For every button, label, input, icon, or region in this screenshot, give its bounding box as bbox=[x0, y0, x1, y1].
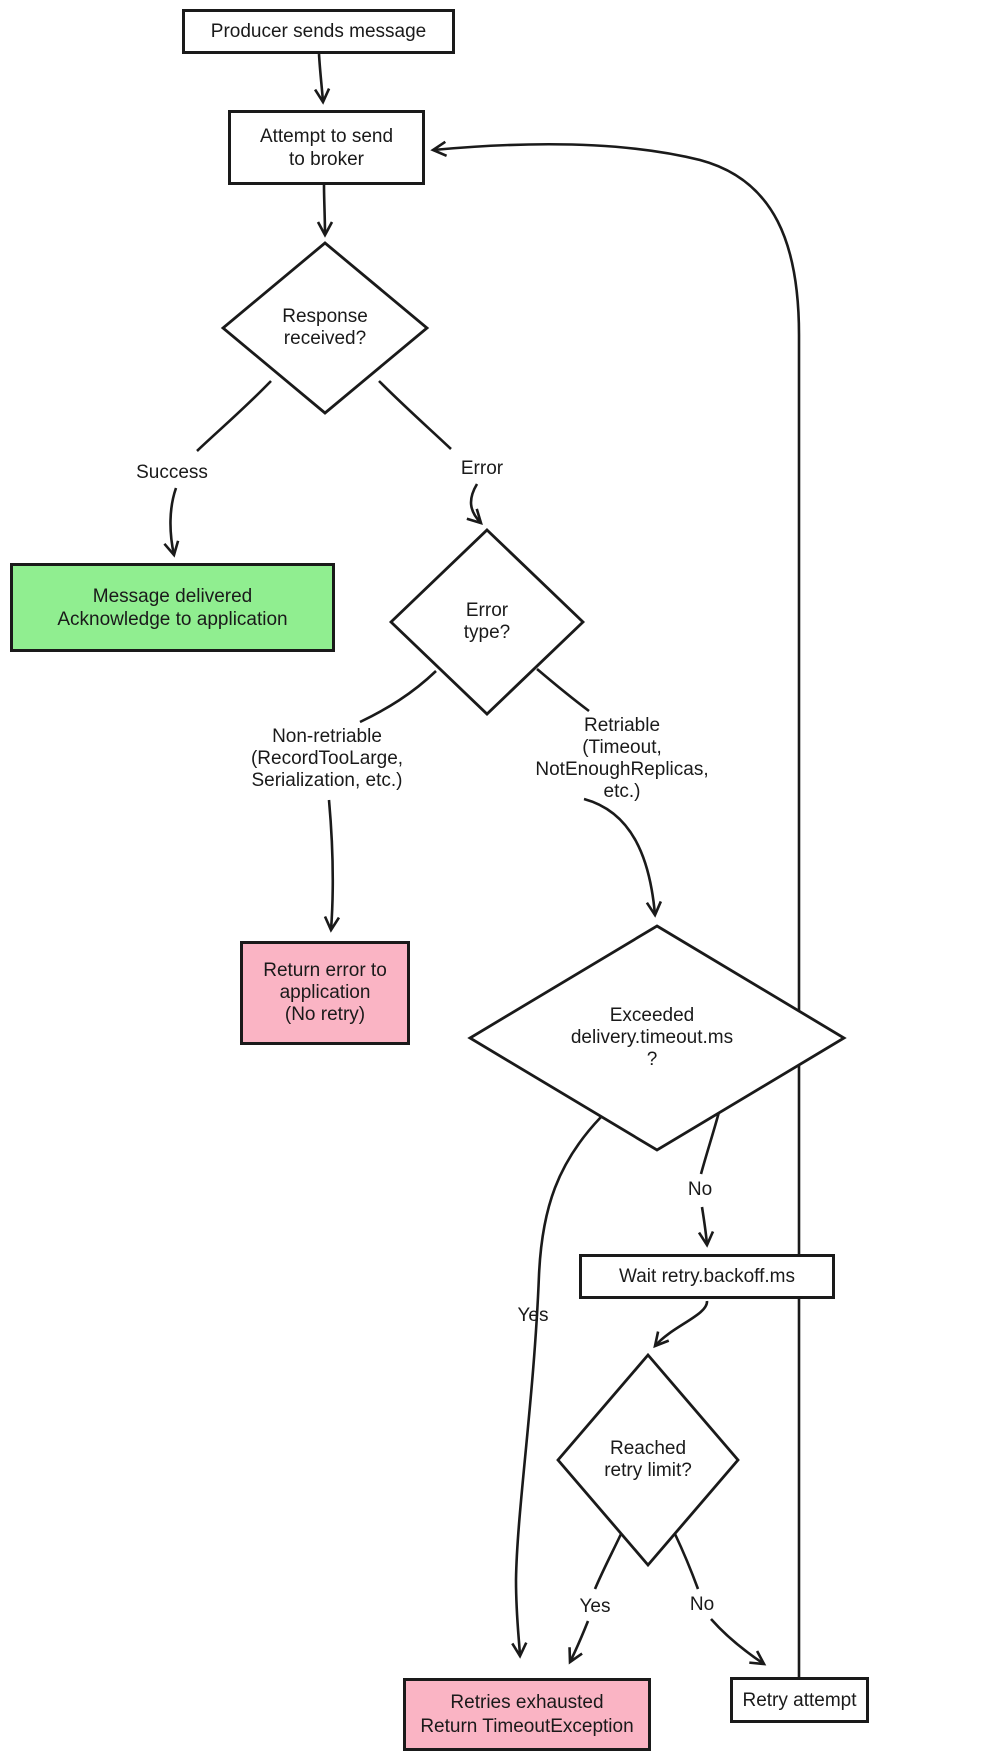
decision-error-type bbox=[388, 528, 586, 716]
node-return-error-to-application: Return error to application (No retry) bbox=[240, 941, 410, 1045]
decision-text-reached-retry-limit: Reached retry limit? bbox=[604, 1438, 692, 1482]
decision-shapes bbox=[220, 241, 847, 1568]
edge-label-limit-no: No bbox=[689, 1594, 715, 1615]
edge-errortype-to-nonretriable-label bbox=[359, 670, 437, 724]
node-line: application bbox=[279, 982, 371, 1003]
decision-response-received bbox=[220, 241, 430, 415]
edge-label-success: Success bbox=[136, 462, 208, 483]
node-line: Message delivered bbox=[92, 585, 253, 607]
label-line: (Timeout, bbox=[582, 737, 662, 758]
edge-errortype-to-retriable-label bbox=[536, 668, 590, 713]
edge-label-error: Error bbox=[460, 458, 504, 479]
node-line: Return TimeoutException bbox=[420, 1715, 634, 1737]
node-attempt-to-send-to-broker: Attempt to send to broker bbox=[228, 110, 425, 185]
node-line: Retry attempt bbox=[742, 1689, 857, 1711]
node-line: Reached bbox=[609, 1438, 687, 1459]
edge-error-to-errortype bbox=[466, 483, 483, 525]
node-line: Retries exhausted bbox=[450, 1691, 604, 1713]
decision-text-response-received: Response received? bbox=[282, 306, 368, 350]
edge-label-non-retriable: Non-retriable (RecordTooLarge, Serializa… bbox=[251, 726, 403, 792]
node-line: delivery.timeout.ms bbox=[570, 1027, 734, 1048]
node-line: Acknowledge to application bbox=[57, 608, 288, 630]
edge-no-to-wait bbox=[697, 1206, 715, 1248]
node-line: Return error to bbox=[263, 960, 387, 981]
node-line: to broker bbox=[289, 148, 364, 170]
node-line: Error bbox=[465, 600, 509, 621]
decision-text-exceeded-delivery-timeout: Exceeded delivery.timeout.ms ? bbox=[571, 1005, 733, 1071]
edge-yes-to-exhausted bbox=[568, 1620, 590, 1665]
node-line: Attempt to send bbox=[259, 125, 394, 147]
decision-reached-retry-limit bbox=[556, 1352, 740, 1568]
edge-label-timeout-yes: Yes bbox=[517, 1305, 549, 1326]
node-message-delivered: Message delivered Acknowledge to applica… bbox=[10, 563, 335, 652]
label-line: Retriable bbox=[583, 715, 661, 736]
node-line: (No retry) bbox=[284, 1004, 366, 1025]
node-line: Producer sends message bbox=[210, 21, 427, 42]
node-producer-sends-message: Producer sends message bbox=[182, 9, 455, 54]
edge-exceeded-to-no-label bbox=[699, 1111, 721, 1175]
label-line: Non-retriable bbox=[272, 726, 382, 747]
edge-response-to-success-label bbox=[196, 380, 272, 452]
node-line: retry limit? bbox=[604, 1460, 692, 1481]
edge-retriable-to-exceeded bbox=[583, 797, 663, 918]
node-line: Response bbox=[282, 306, 368, 327]
edge-retry-attempt-to-attempt-loop bbox=[430, 140, 801, 1677]
edge-retrylimit-to-yes-label bbox=[593, 1533, 623, 1590]
node-line: Exceeded bbox=[609, 1005, 695, 1026]
node-retries-exhausted: Retries exhausted Return TimeoutExceptio… bbox=[403, 1678, 651, 1751]
edge-nonretriable-to-return-error bbox=[323, 799, 341, 933]
node-line: type? bbox=[463, 622, 511, 643]
edge-success-to-delivered bbox=[163, 487, 180, 558]
label-line: (RecordTooLarge, bbox=[250, 748, 404, 769]
label-line: NotEnoughReplicas, bbox=[535, 759, 709, 780]
edge-label-retriable: Retriable (Timeout, NotEnoughReplicas, e… bbox=[535, 715, 708, 803]
label-line: etc.) bbox=[603, 781, 641, 802]
edge-attempt-to-response bbox=[316, 184, 334, 238]
edge-producer-to-attempt bbox=[313, 53, 331, 105]
edge-exceeded-yes-to-exhausted bbox=[511, 1116, 602, 1659]
decision-text-error-type: Error type? bbox=[464, 600, 510, 644]
edge-response-to-error-label bbox=[378, 380, 452, 450]
edge-retrylimit-to-no-label bbox=[673, 1533, 700, 1590]
edges bbox=[163, 53, 801, 1677]
edge-wait-to-retrylimit bbox=[653, 1300, 709, 1349]
decision-exceeded-delivery-timeout bbox=[467, 924, 847, 1152]
node-wait-retry-backoff: Wait retry.backoff.ms bbox=[579, 1254, 835, 1299]
node-line: Wait retry.backoff.ms bbox=[619, 1266, 795, 1287]
label-line: Serialization, etc.) bbox=[251, 770, 403, 791]
edge-label-timeout-no: No bbox=[687, 1179, 713, 1200]
node-retry-attempt: Retry attempt bbox=[730, 1677, 869, 1723]
edge-no-to-retry-attempt bbox=[710, 1618, 767, 1666]
node-line: ? bbox=[646, 1049, 658, 1070]
node-line: received? bbox=[283, 328, 367, 349]
edge-label-limit-yes: Yes bbox=[579, 1596, 611, 1617]
